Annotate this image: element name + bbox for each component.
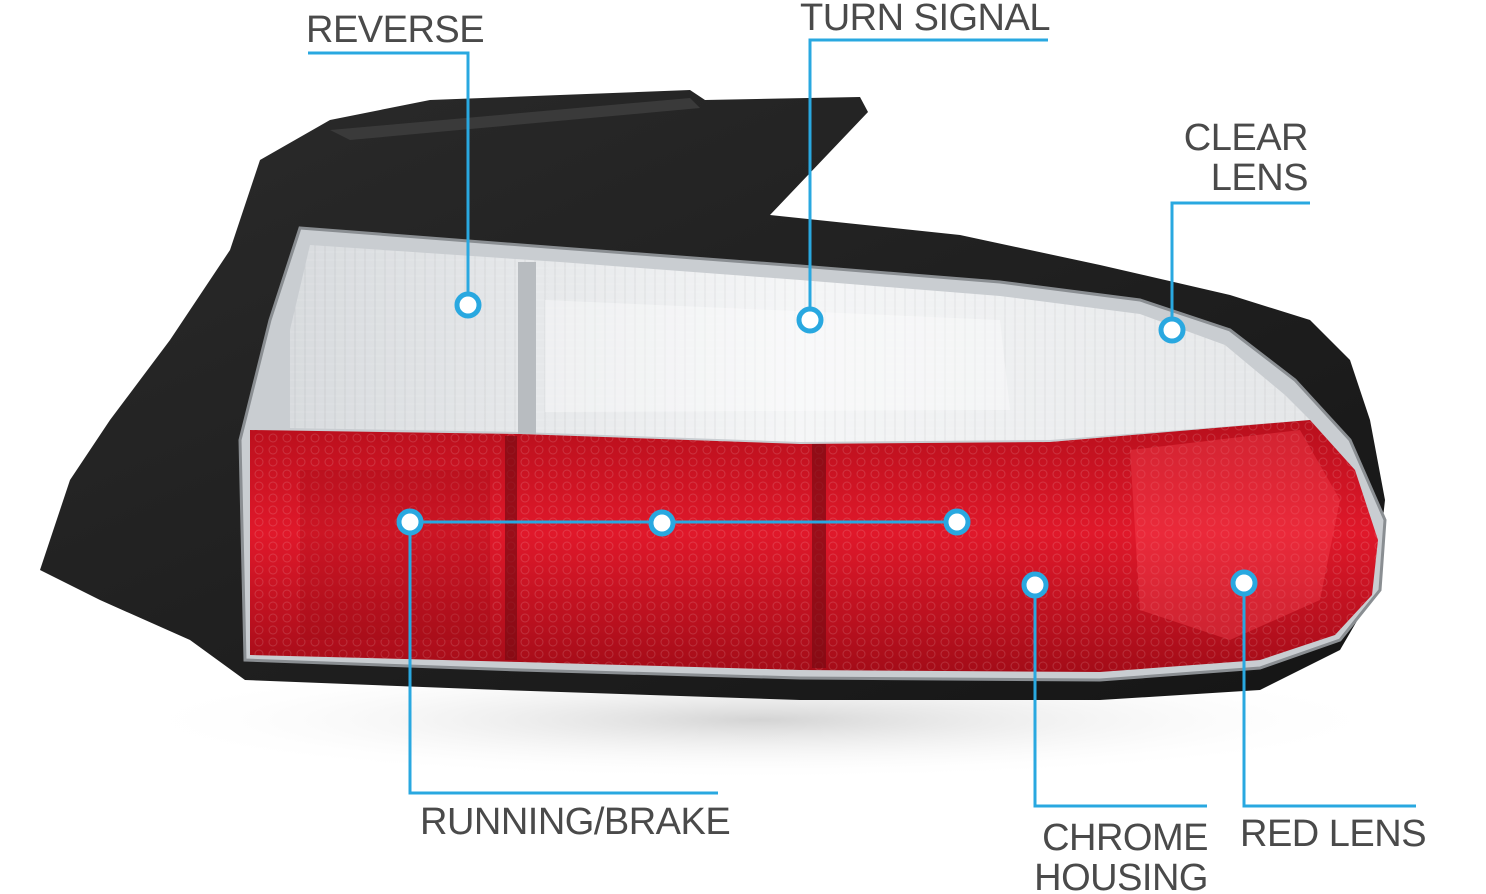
label-running-brake: RUNNING/BRAKE xyxy=(420,801,731,843)
dot-turn-signal xyxy=(796,306,824,334)
dot-chrome-housing xyxy=(1021,571,1049,599)
red-lens-divider-2 xyxy=(812,444,826,668)
dot-running-brake-1 xyxy=(396,508,424,536)
dot-running-brake-3 xyxy=(943,508,971,536)
callout-line-reverse xyxy=(308,51,470,305)
label-clear-lens-line1: CLEAR xyxy=(1183,117,1309,159)
callout-line-red-lens xyxy=(1242,583,1416,808)
label-chrome-housing-line2: HOUSING xyxy=(1034,857,1208,894)
dot-reverse xyxy=(454,291,482,319)
callout-dots xyxy=(396,291,1258,599)
callout-lines xyxy=(308,38,1416,808)
callout-line-clear-lens xyxy=(1170,201,1310,330)
housing-highlight xyxy=(330,98,700,140)
dot-clear-lens xyxy=(1158,316,1186,344)
label-red-lens: RED LENS xyxy=(1240,813,1427,855)
dot-red-lens xyxy=(1230,569,1258,597)
label-clear-lens: CLEAR LENS xyxy=(1160,117,1309,199)
clear-lens-divider xyxy=(518,262,536,434)
label-reverse: REVERSE xyxy=(306,9,485,51)
dot-running-brake-2 xyxy=(648,509,676,537)
label-chrome-housing-line1: CHROME xyxy=(1042,817,1208,859)
label-chrome-housing: CHROME HOUSING xyxy=(1030,818,1208,894)
callout-line-chrome-housing xyxy=(1033,585,1207,808)
label-turn-signal: TURN SIGNAL xyxy=(800,0,1050,39)
callout-line-running-brake-drop xyxy=(408,522,718,795)
red-lens-divider-1 xyxy=(505,436,517,660)
callout-line-turn-signal xyxy=(808,38,1048,320)
label-clear-lens-line2: LENS xyxy=(1210,157,1309,199)
